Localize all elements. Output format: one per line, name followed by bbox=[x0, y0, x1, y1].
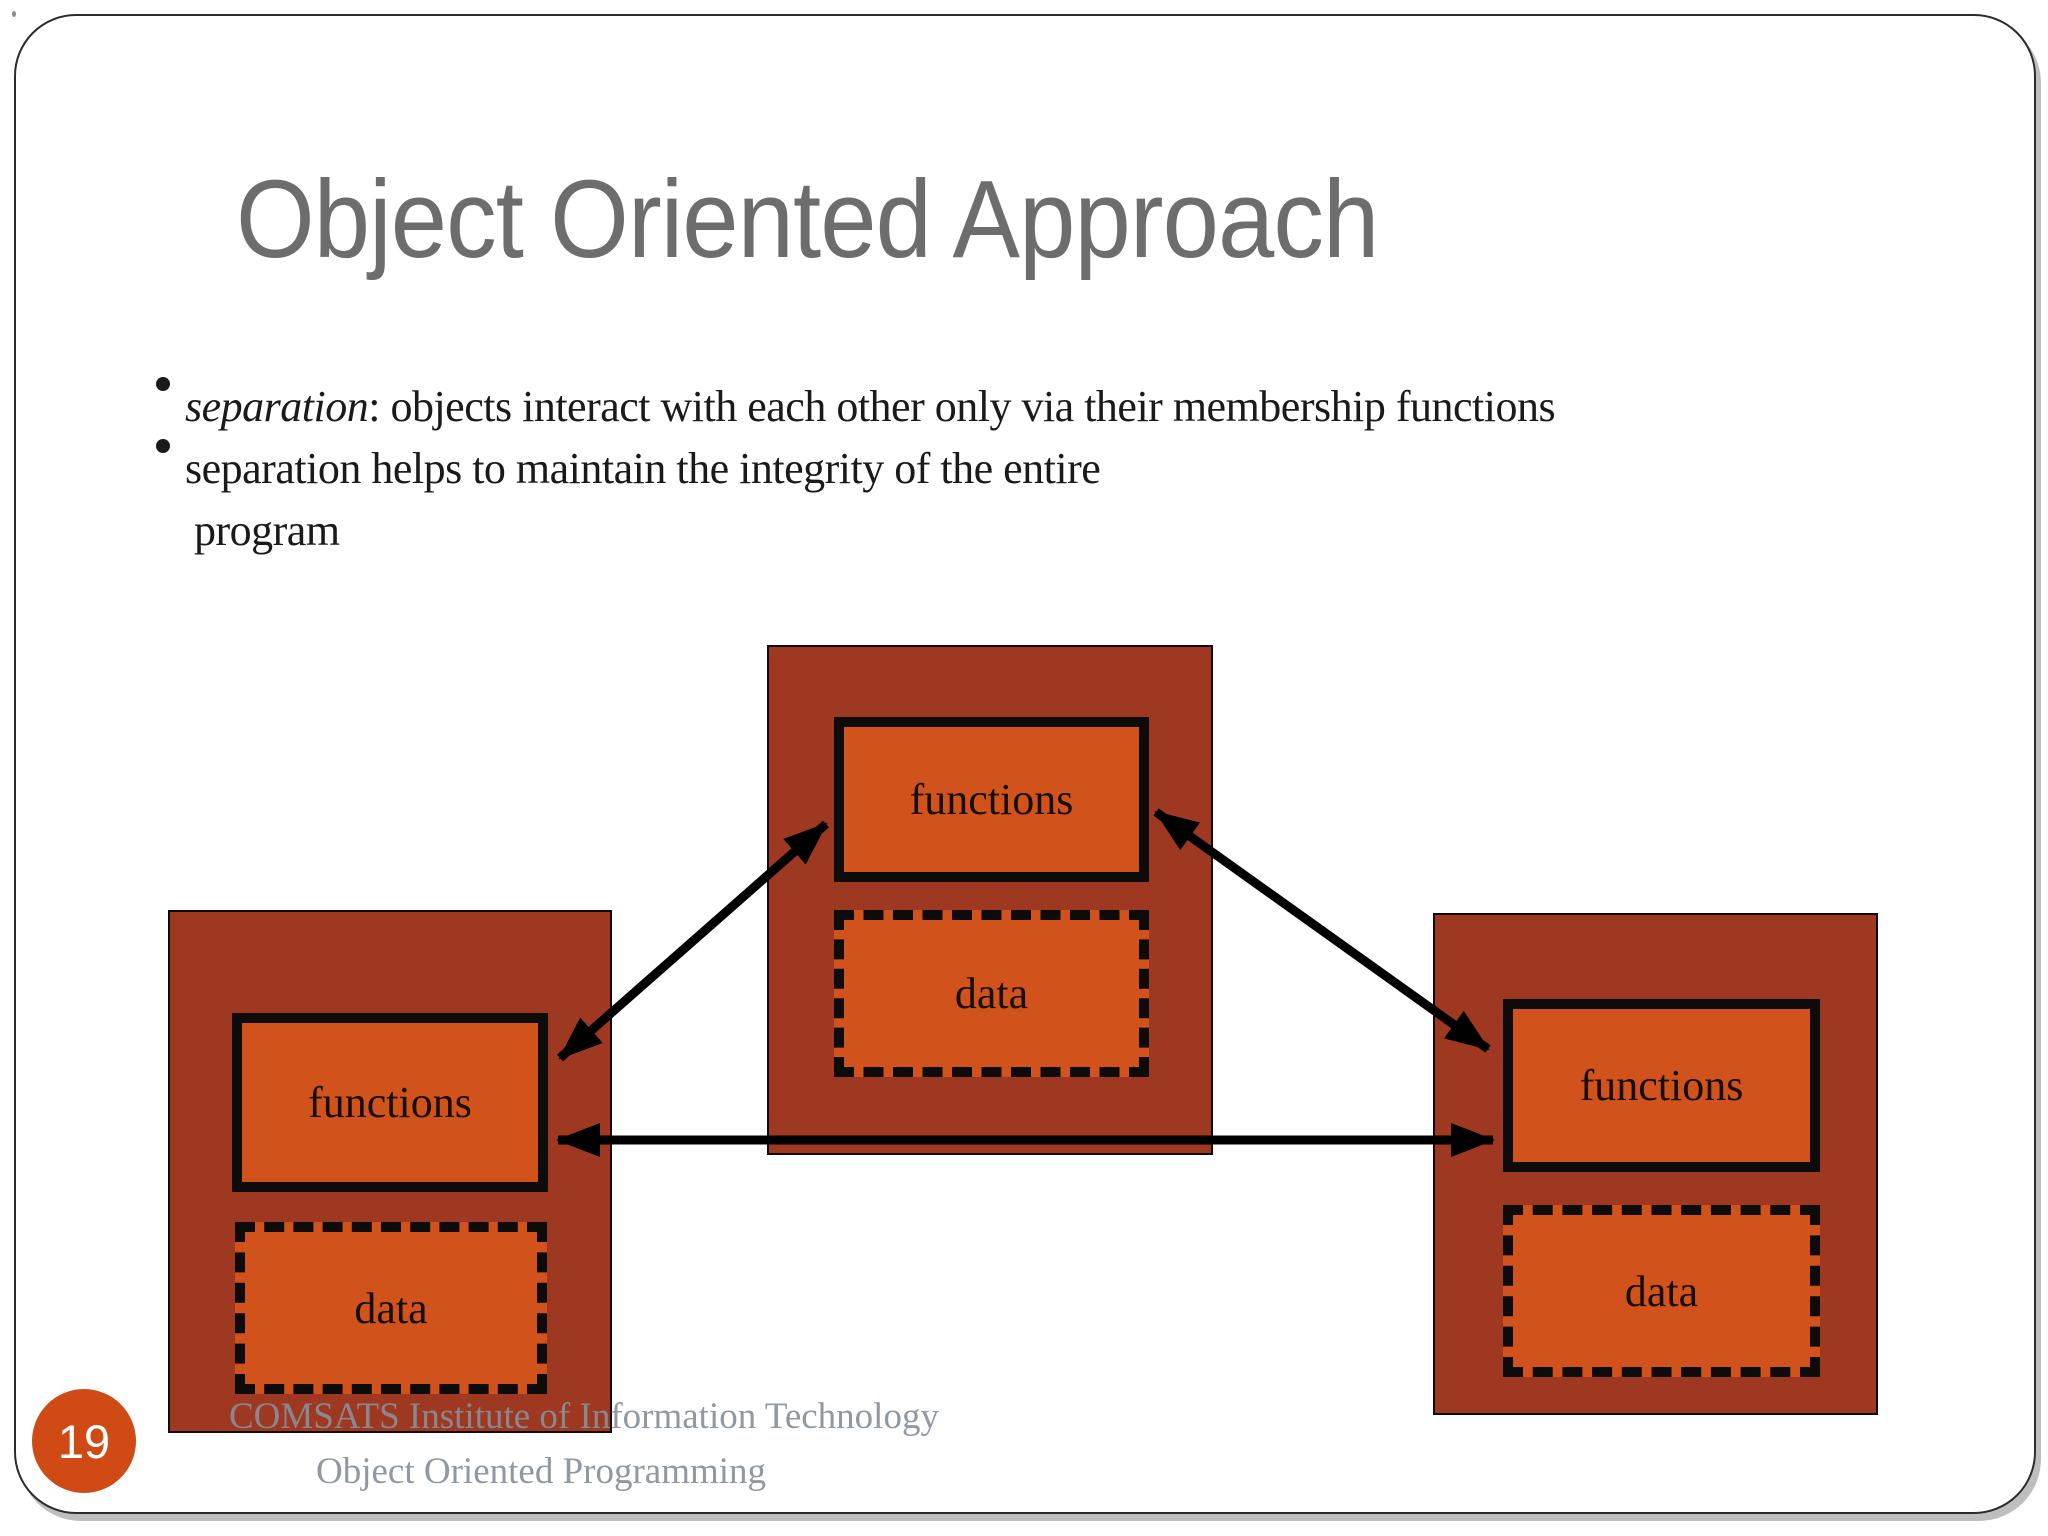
data-label: data bbox=[354, 1283, 428, 1333]
bullet-1-text: : objects interact with each other only … bbox=[368, 382, 1556, 431]
data-box-center: data bbox=[834, 910, 1149, 1077]
bullet-item-2-continuation: program bbox=[194, 506, 340, 555]
functions-box-center: functions bbox=[834, 717, 1149, 882]
bullet-item-1: separation: objects interact with each o… bbox=[185, 381, 1556, 433]
object-box-center: functions data bbox=[767, 645, 1213, 1155]
object-box-left: functions data bbox=[168, 910, 612, 1433]
functions-label: functions bbox=[308, 1078, 472, 1127]
functions-box-right: functions bbox=[1503, 999, 1820, 1172]
bullet-icon bbox=[156, 377, 170, 391]
functions-label: functions bbox=[1579, 1061, 1744, 1110]
functions-label: functions bbox=[909, 775, 1074, 824]
bullet-1-emphasis: separation bbox=[185, 382, 369, 431]
data-box-right: data bbox=[1503, 1205, 1820, 1377]
page-title: Object Oriented Approach bbox=[236, 158, 1379, 281]
data-label: data bbox=[954, 969, 1029, 1018]
footer-course: Object Oriented Programming bbox=[316, 1451, 767, 1492]
footer-institute: COMSATS Institute of Information Technol… bbox=[229, 1396, 939, 1437]
data-label: data bbox=[1624, 1266, 1699, 1316]
object-box-right: functions data bbox=[1433, 913, 1878, 1415]
data-box-left: data bbox=[235, 1222, 547, 1394]
slide-border-frame bbox=[14, 14, 2036, 1514]
bullet-icon bbox=[156, 439, 170, 453]
corner-speck bbox=[12, 11, 16, 17]
bullet-item-2: separation helps to maintain the integri… bbox=[185, 444, 1101, 493]
functions-box-left: functions bbox=[232, 1013, 548, 1192]
page-number: 19 bbox=[57, 1414, 111, 1468]
page-number-badge: 19 bbox=[32, 1389, 136, 1493]
